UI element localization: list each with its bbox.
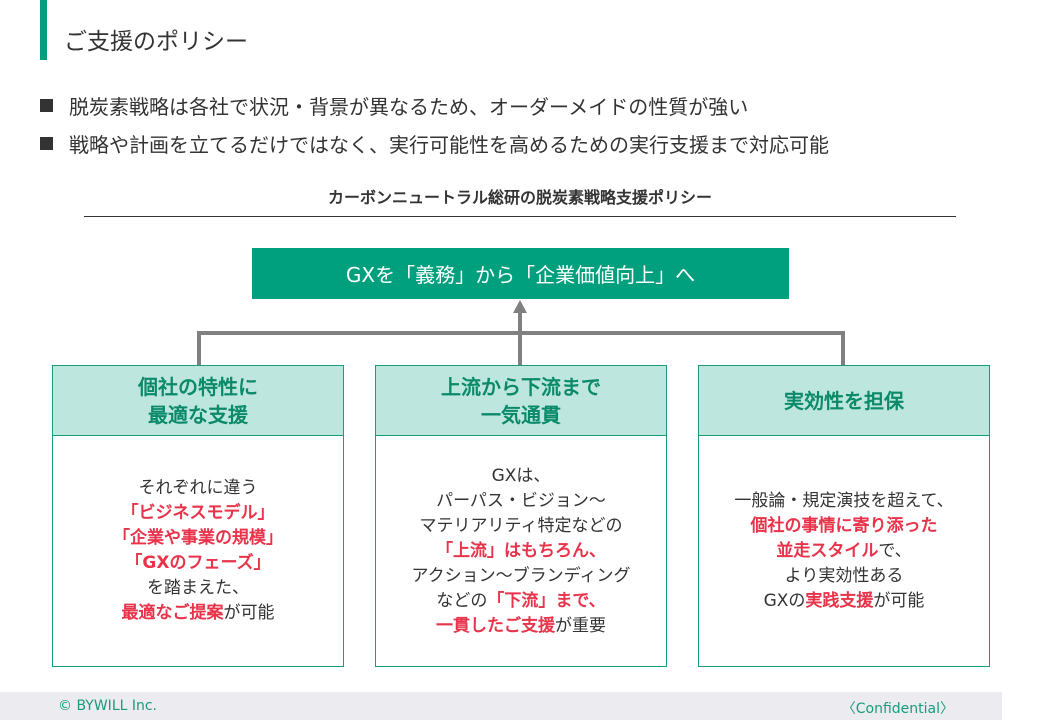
highlight-text: 「上流」はもちろん、: [436, 540, 606, 561]
column-title: 個社の特性に 最適な支援: [53, 366, 343, 436]
body-text: などの: [436, 590, 488, 611]
column-body: それぞれに違う「ビジネスモデル」「企業や事業の規模」「GXのフェーズ」を踏まえた…: [53, 436, 343, 666]
body-text: を踏まえた、: [147, 578, 249, 598]
body-text: GXの: [763, 590, 806, 611]
body-line: より実効性ある: [785, 564, 904, 589]
column-body: GXは、パーパス・ビジョン～ マテリアリティ特定などの「上流」はもちろん、アクショ…: [376, 436, 666, 666]
body-text: アクション～ブランディング: [411, 565, 631, 586]
body-text: それぞれに違う: [138, 478, 258, 498]
bullet-item: 戦略や計画を立てるだけではなく、実行可能性を高めるための実行支援まで対応可能: [40, 124, 829, 162]
body-text: GXは、: [491, 465, 551, 486]
body-line: GXは、: [492, 464, 551, 489]
highlight-text: 「ビジネスモデル」: [121, 503, 275, 523]
goal-box: GXを「義務」から「企業価値向上」へ: [252, 248, 789, 299]
body-line: 並走スタイルで、: [776, 539, 911, 564]
body-line: を踏まえた、: [147, 576, 249, 601]
body-text: より実効性ある: [784, 565, 904, 586]
highlight-text: 「下流」まで、: [487, 590, 606, 611]
footer: © BYWILL Inc. 〈Confidential〉: [0, 692, 1002, 720]
body-text: が可能: [873, 590, 925, 611]
connector-right: [841, 331, 845, 366]
column-title: 上流から下流まで 一気通貫: [376, 366, 666, 436]
highlight-text: 一貫したご支援: [436, 615, 555, 636]
body-line: 最適なご提案が可能: [122, 601, 275, 626]
body-text: マテリアリティ特定などの: [419, 515, 623, 536]
body-text: パーパス・ビジョン～: [436, 490, 606, 511]
title-accent-bar: [40, 0, 47, 60]
bullet-text: 戦略や計画を立てるだけではなく、実行可能性を高めるための実行支援まで対応可能: [69, 132, 829, 157]
body-line: 「GXのフェーズ」: [125, 551, 270, 576]
body-line: マテリアリティ特定などの: [420, 514, 623, 539]
body-line: 個社の事情に寄り添った: [751, 514, 938, 539]
bullet-item: 脱炭素戦略は各社で状況・背景が異なるため、オーダーメイドの性質が強い: [40, 86, 829, 124]
body-text: で、: [878, 540, 912, 561]
body-line: 一般論・規定演技を超えて、: [734, 489, 953, 514]
body-line: それぞれに違う: [139, 476, 258, 501]
bullet-list: 脱炭素戦略は各社で状況・背景が異なるため、オーダーメイドの性質が強い 戦略や計画…: [40, 86, 829, 162]
policy-column-1: 個社の特性に 最適な支援それぞれに違う「ビジネスモデル」「企業や事業の規模」「G…: [52, 365, 344, 667]
copyright: © BYWILL Inc.: [58, 698, 158, 714]
highlight-text: 「企業や事業の規模」: [113, 528, 283, 548]
highlight-text: 「GXのフェーズ」: [125, 553, 271, 573]
body-line: GXの実践支援が可能: [764, 589, 925, 614]
policy-column-3: 実効性を担保一般論・規定演技を超えて、個社の事情に寄り添った並走スタイルで、より…: [698, 365, 990, 667]
body-line: パーパス・ビジョン～: [436, 489, 606, 514]
body-line: 「ビジネスモデル」: [122, 501, 275, 526]
highlight-text: 実践支援: [805, 590, 874, 611]
column-title: 実効性を担保: [699, 366, 989, 436]
highlight-text: 最適なご提案: [121, 603, 224, 623]
highlight-text: 個社の事情に寄り添った: [750, 515, 938, 536]
highlight-text: 並走スタイル: [776, 540, 879, 561]
square-bullet-icon: [40, 136, 53, 150]
square-bullet-icon: [40, 98, 53, 112]
body-line: アクション～ブランディング: [412, 564, 631, 589]
body-line: 「上流」はもちろん、: [436, 539, 606, 564]
diagram-subtitle: カーボンニュートラル総研の脱炭素戦略支援ポリシー: [84, 184, 956, 217]
confidential-label: 〈Confidential〉: [841, 701, 954, 717]
body-text: が重要: [555, 615, 606, 636]
body-text: 一般論・規定演技を超えて、: [734, 490, 954, 511]
body-line: 「企業や事業の規模」: [113, 526, 283, 551]
bullet-text: 脱炭素戦略は各社で状況・背景が異なるため、オーダーメイドの性質が強い: [69, 94, 749, 119]
body-line: 一貫したご支援が重要: [436, 614, 606, 639]
connector-left: [197, 331, 201, 366]
body-text: が可能: [223, 603, 275, 623]
body-line: などの「下流」まで、: [436, 589, 605, 614]
connector-center: [518, 312, 522, 366]
arrow-up-icon: [513, 300, 527, 313]
page-title: ご支援のポリシー: [64, 29, 248, 55]
